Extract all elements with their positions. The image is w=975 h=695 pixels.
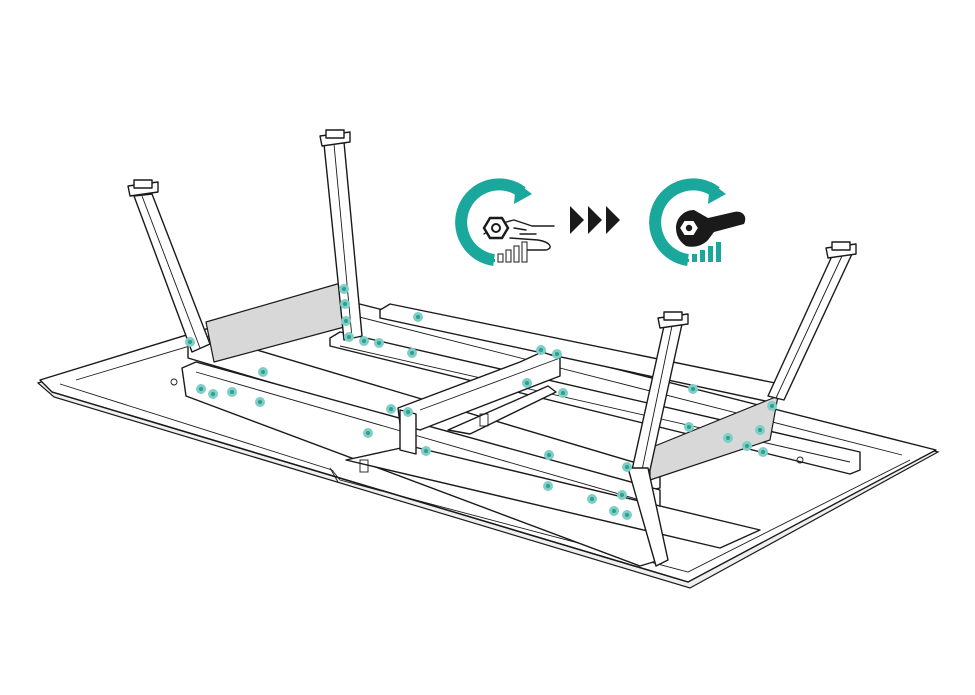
screw-marker [767,401,777,411]
screw-marker [374,338,384,348]
screw-marker [413,312,423,322]
screw-marker [755,425,765,435]
screw-marker [359,336,369,346]
screw-marker [622,510,632,520]
screw-marker [758,447,768,457]
screw-marker [543,481,553,491]
screw-marker [196,384,206,394]
screw-marker [363,428,373,438]
torque-level-bar [692,254,697,262]
torque-level-bar [686,259,689,262]
screw-marker [688,384,698,394]
torque-level-bar [521,241,528,263]
cross-beams [397,351,561,455]
screw-marker [617,490,627,500]
torque-level-bar [716,242,721,262]
screw-marker [386,404,396,414]
screw-marker [185,337,195,347]
torque-level-bar [497,253,504,263]
screw-marker [344,332,354,342]
screw-marker [536,345,546,355]
screw-marker [403,407,413,417]
screw-markers [185,284,777,520]
screw-marker [558,388,568,398]
torque-level-bar [513,245,520,263]
screw-marker [609,506,619,516]
torque-level-bar [492,259,495,262]
screw-marker [255,397,265,407]
screw-marker [723,433,733,443]
screw-marker [742,441,752,451]
wrench-tighten-icon [649,178,746,266]
screw-marker [208,389,218,399]
screw-marker [340,299,350,309]
screw-marker [552,349,562,359]
triple-arrow-icon [570,206,620,234]
screw-marker [522,378,532,388]
screw-marker [407,348,417,358]
screw-marker [684,422,694,432]
torque-level-bar [700,250,705,262]
screw-marker [622,462,632,472]
screw-marker [227,387,237,397]
torque-level-bar [505,249,512,263]
screw-marker [587,494,597,504]
screw-marker [258,367,268,377]
desk-legs [127,129,857,567]
torque-level-bar [708,246,713,262]
screw-marker [341,316,351,326]
screw-marker [544,450,554,460]
tighten-instruction [455,178,746,266]
screw-marker [421,446,431,456]
frame-details [170,378,804,473]
hand-tighten-icon [455,178,555,266]
screw-marker [339,284,349,294]
